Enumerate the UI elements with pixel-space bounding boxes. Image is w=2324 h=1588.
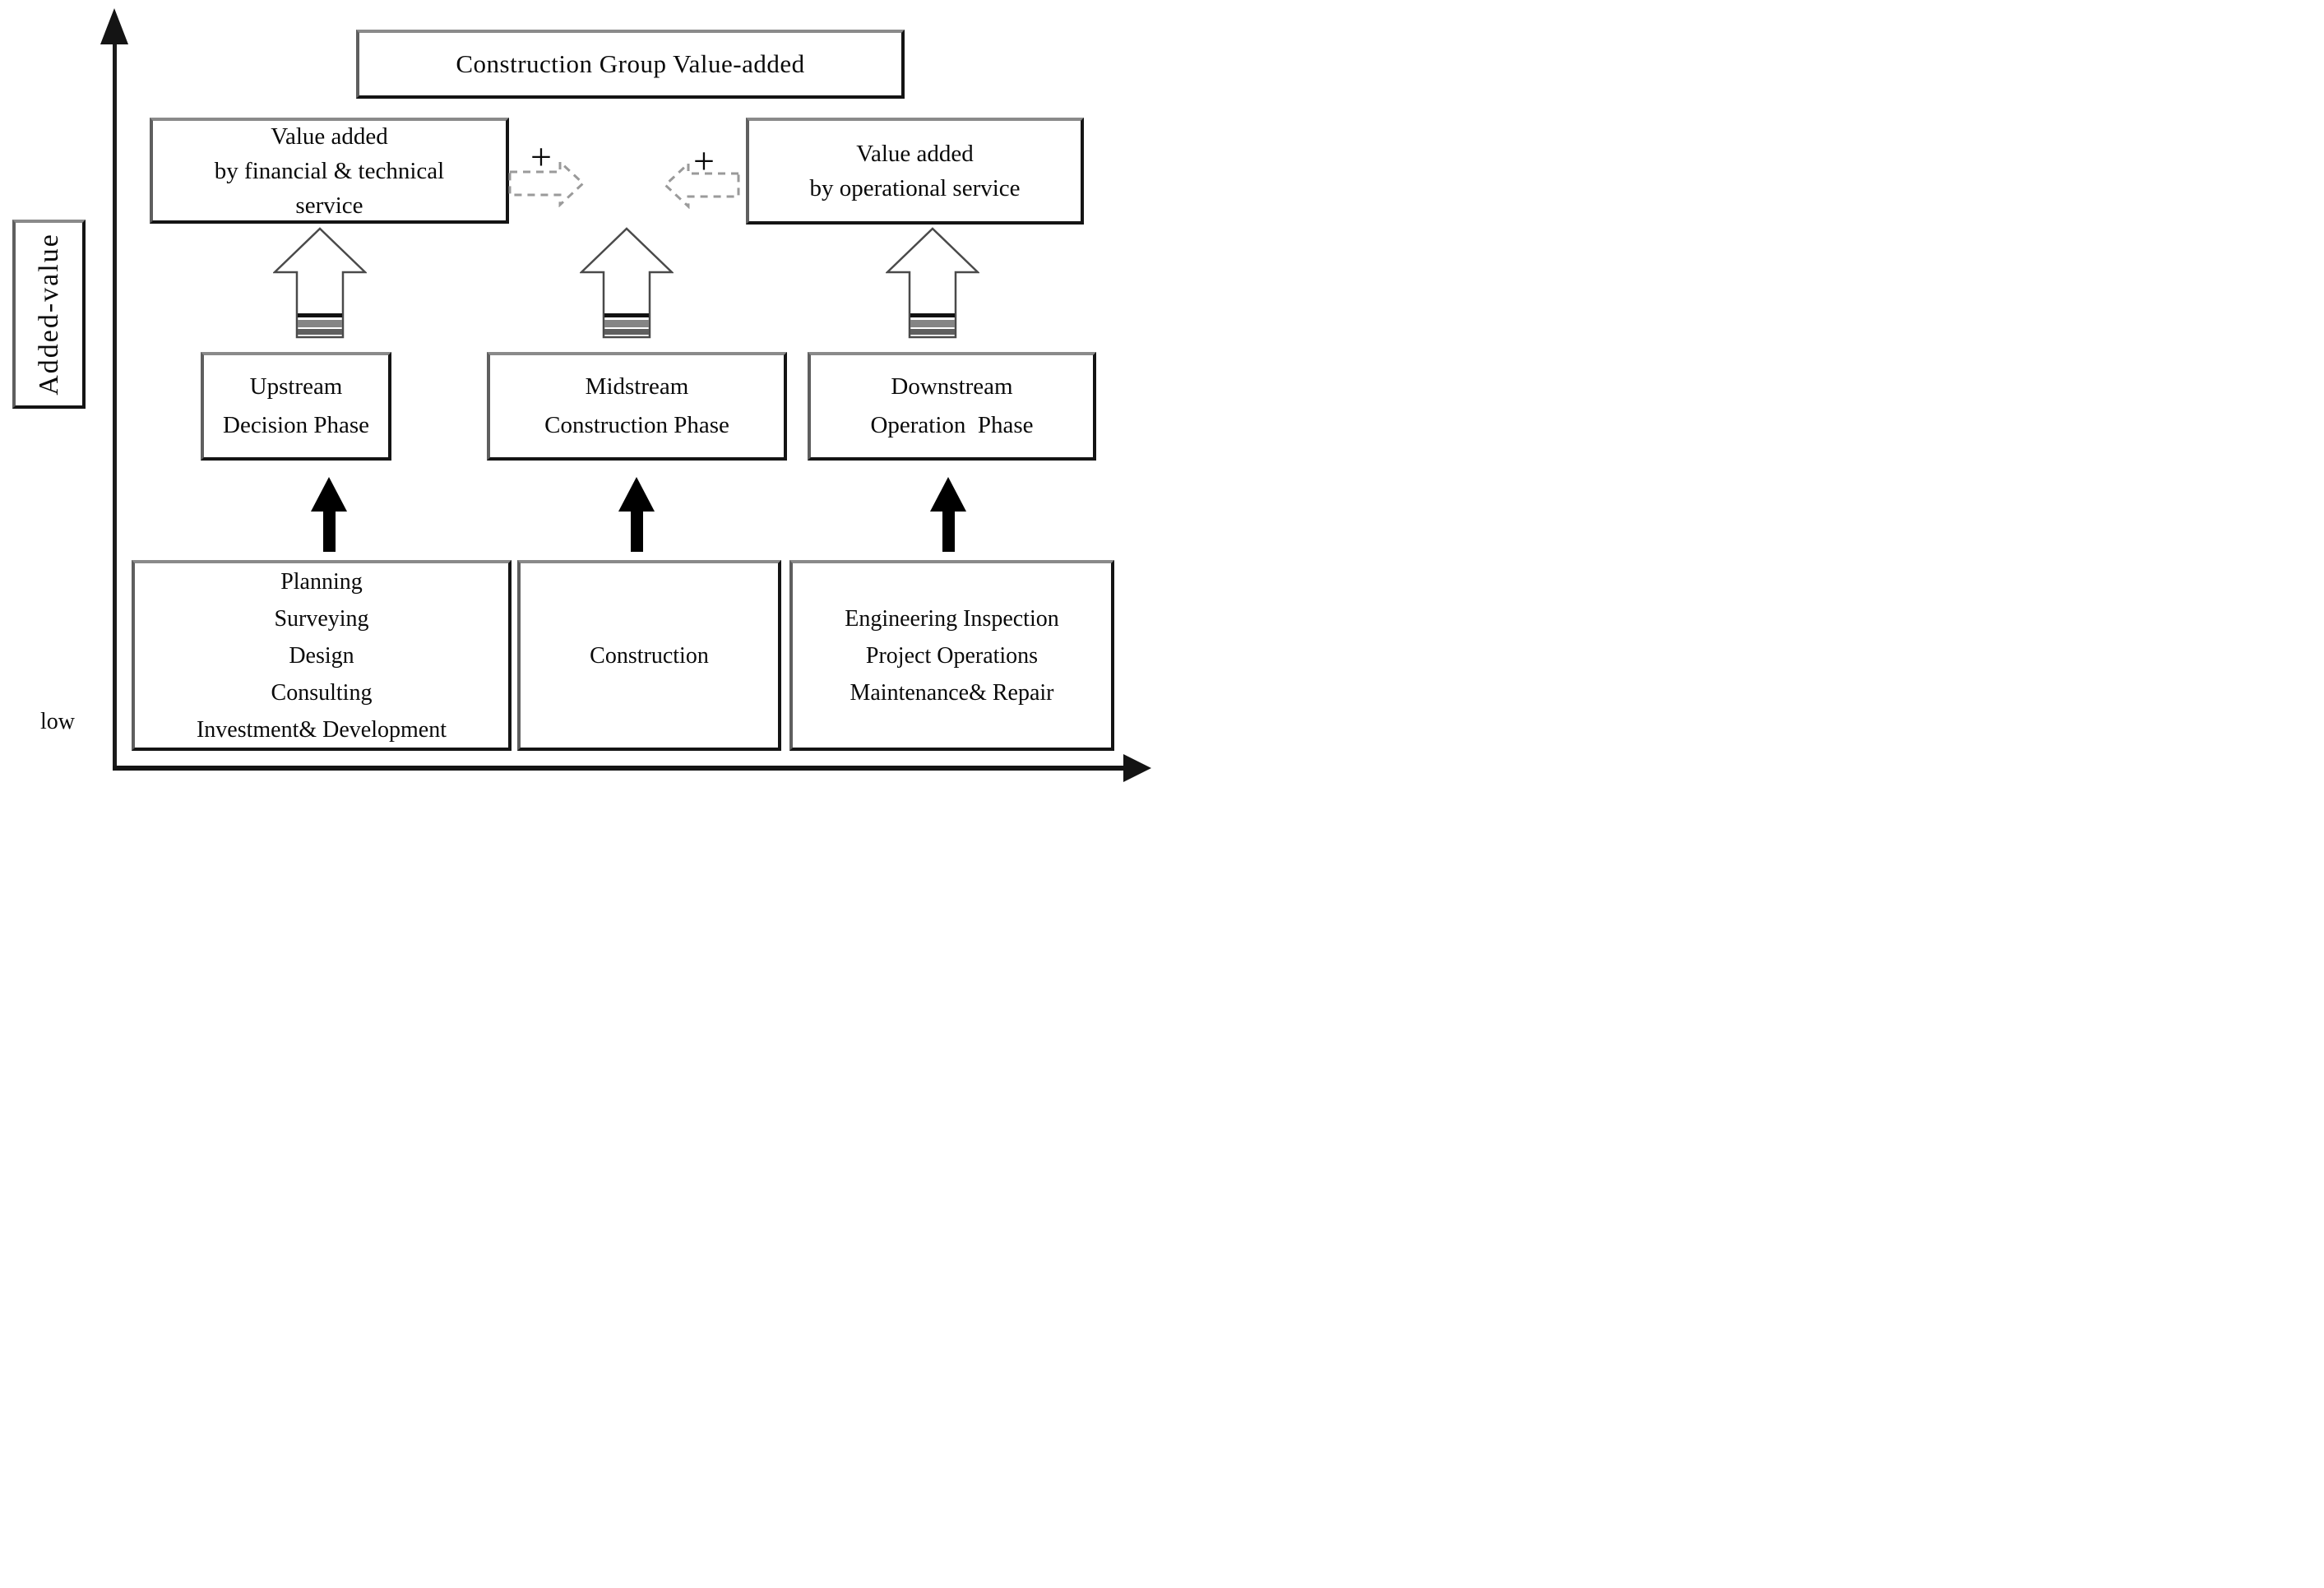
dashed-arrow-right-icon [508,160,586,207]
solid-up-arrow-downstream-icon [930,477,966,553]
phase-box-downstream: Downstream Operation Phase [808,352,1096,461]
plus-sign-right: + [693,140,715,182]
phase-box-midstream: Midstream Construction Phase [487,352,787,461]
dashed-arrow-left-icon [663,161,740,209]
title-box: Construction Group Value-added [356,30,905,99]
x-axis-line [113,766,1126,771]
y-axis-line [113,38,117,770]
solid-up-arrow-midstream-icon [618,477,655,553]
x-axis-arrowhead-icon [1123,754,1151,782]
value-chain-diagram: Added-value low Construction Group Value… [0,0,1162,794]
value-added-financial-text: Value added by financial & technical ser… [214,123,445,219]
value-added-operational-text: Value added by operational service [809,141,1021,201]
phase-box-upstream: Upstream Decision Phase [201,352,391,461]
activity-box-upstream: Planning Surveying Design Consulting Inv… [132,560,512,751]
activity-midstream-text: Construction [590,642,709,669]
title-text: Construction Group Value-added [456,49,805,78]
activity-box-midstream: Construction [517,560,781,751]
activity-upstream-text: Planning Surveying Design Consulting Inv… [196,568,447,743]
solid-up-arrow-upstream-icon [311,477,347,553]
activity-box-downstream: Engineering Inspection Project Operation… [789,560,1114,751]
phase-midstream-text: Midstream Construction Phase [544,373,729,438]
phase-downstream-text: Downstream Operation Phase [870,373,1034,438]
value-added-operational-box: Value added by operational service [746,118,1084,225]
y-axis-label: Added-value [33,233,64,396]
phase-upstream-text: Upstream Decision Phase [223,373,369,438]
value-added-financial-box: Value added by financial & technical ser… [150,118,509,224]
activity-downstream-text: Engineering Inspection Project Operation… [845,605,1059,706]
axis-origin-label: low [40,709,75,734]
block-up-arrow-midstream-icon [580,227,674,339]
plus-sign-left: + [530,136,552,178]
block-up-arrow-downstream-icon [886,227,979,339]
y-axis-arrowhead-icon [100,8,128,44]
block-up-arrow-upstream-icon [273,227,367,339]
y-axis-label-box: Added-value [12,220,86,409]
